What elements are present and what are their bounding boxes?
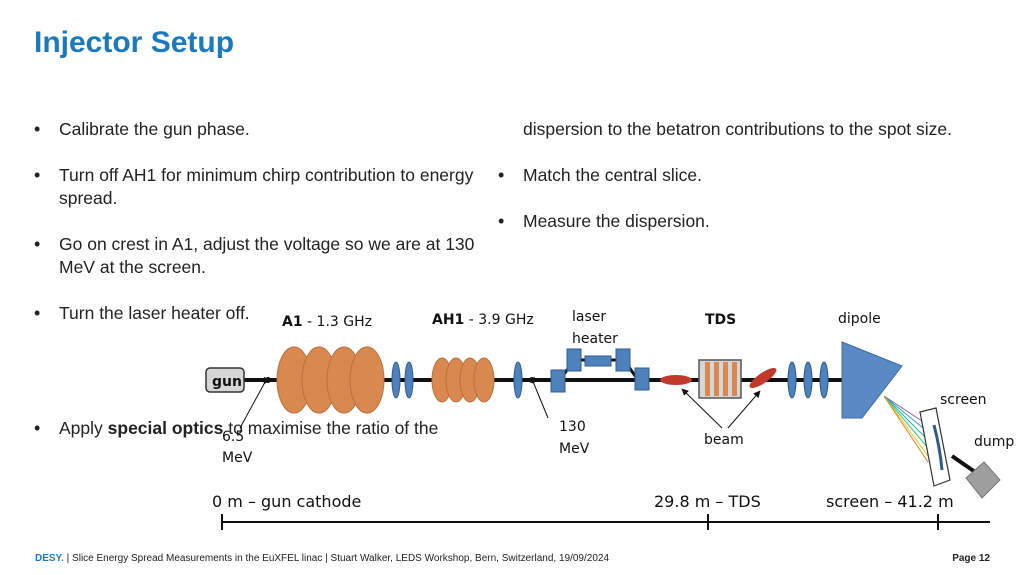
bullet-text: to maximise the ratio of the: [223, 418, 439, 438]
ah1-label: AH1 - 3.9 GHz: [432, 312, 534, 328]
beam-image-on-screen: [932, 424, 944, 471]
dispersed-beam-fan: [883, 395, 929, 463]
bullet-item: Turn off AH1 for minimum chirp contribut…: [34, 164, 494, 210]
energy-label-line2: MeV: [559, 441, 590, 457]
beam-marker-dot: [265, 377, 271, 383]
energy-label-line1: 6.5: [222, 429, 244, 445]
a1-cavities: [276, 346, 385, 414]
quadrupole-group: [787, 361, 829, 399]
tds-cavity: [698, 359, 742, 399]
quadrupole: [513, 361, 523, 399]
bullet-item: Turn the laser heater off.: [34, 302, 494, 325]
quadrupole-group: [391, 361, 414, 399]
page-number: Page 12: [952, 553, 990, 564]
desy-logo-text: DESY.: [35, 553, 64, 564]
beam-bunch: [660, 375, 692, 385]
beam-arrow: [681, 388, 723, 429]
beam-marker-dot: [529, 377, 535, 383]
dump-label: dump: [974, 434, 1014, 450]
energy-arrow: [239, 376, 271, 429]
bullet-item: Measure the dispersion.: [498, 210, 978, 233]
bullet-continuation: dispersion to the betatron contributions…: [523, 119, 953, 139]
bullet-bold-text: special optics: [107, 418, 224, 438]
left-bullet-column-last: Apply special optics to maximise the rat…: [34, 417, 504, 440]
bullet-item: Go on crest in A1, adjust the voltage so…: [34, 233, 494, 279]
footer: DESY. | Slice Energy Spread Measurements…: [35, 553, 609, 564]
dipole-magnet: [841, 341, 903, 419]
a1-label: A1 - 1.3 GHz: [282, 314, 372, 330]
bullet-text: Apply: [59, 418, 108, 438]
gun-label: gun: [212, 374, 242, 390]
screen: [919, 407, 951, 487]
energy-label-line1: 130: [559, 419, 586, 435]
streaked-beam-bunch: [749, 367, 777, 389]
scale-label-screen: screen – 41.2 m: [826, 492, 954, 511]
laser-heater-label-line2: heater: [572, 331, 618, 347]
left-bullet-column: Calibrate the gun phase. Turn off AH1 fo…: [34, 118, 494, 325]
scale-label-gun-cathode: 0 m – gun cathode: [212, 492, 361, 511]
beam-arrow: [727, 390, 761, 429]
footer-text: | Slice Energy Spread Measurements in th…: [63, 553, 609, 564]
energy-label-line2: MeV: [222, 450, 253, 466]
screen-label: screen: [940, 392, 987, 408]
page-title: Injector Setup: [34, 26, 235, 59]
gun-component: gun: [205, 367, 245, 393]
bullet-item: Calibrate the gun phase.: [34, 118, 494, 141]
energy-arrow: [528, 376, 549, 419]
scale-label-tds: 29.8 m – TDS: [654, 492, 761, 511]
bullet-item: Match the central slice.: [498, 164, 978, 187]
beam-label: beam: [704, 432, 744, 448]
injector-beamline-diagram: gun A1 - 1.3 GHz AH1 - 3.9 GHz laser: [205, 309, 1014, 530]
bullet-item-special-optics: Apply special optics to maximise the rat…: [34, 417, 504, 440]
laser-heater-label-line1: laser: [572, 309, 606, 325]
ah1-cavities: [431, 357, 495, 403]
tds-label: TDS: [705, 312, 736, 328]
right-bullet-column: dispersion to the betatron contributions…: [498, 118, 978, 233]
beam-dump: [965, 461, 1001, 499]
laser-heater-magnets: [550, 348, 650, 393]
dipole-label: dipole: [838, 311, 881, 327]
